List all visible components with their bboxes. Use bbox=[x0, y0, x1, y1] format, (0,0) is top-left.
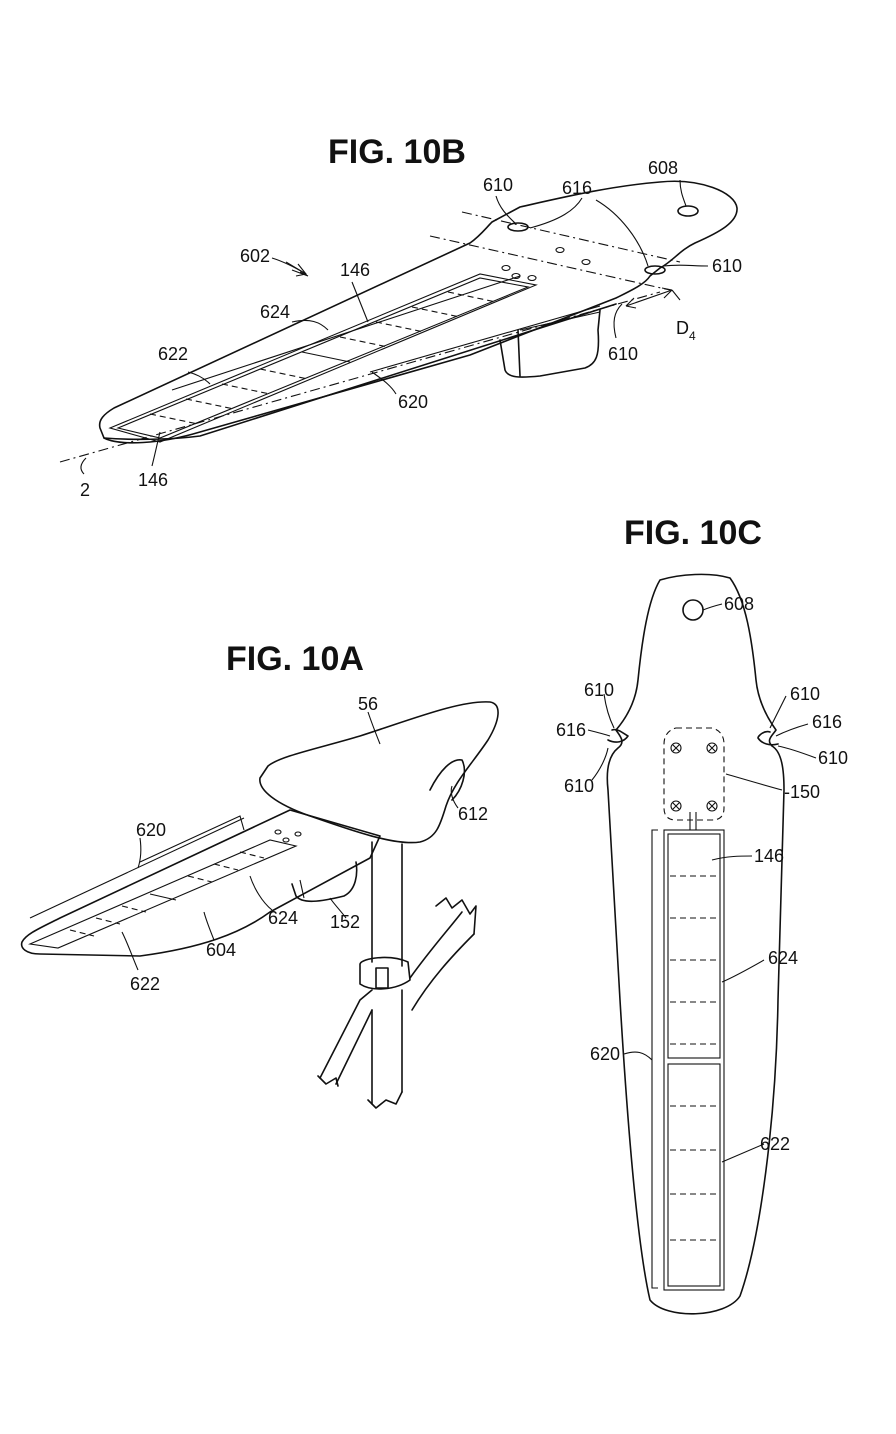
notch-left-10c bbox=[607, 728, 629, 743]
d4-arrow-10b bbox=[625, 289, 673, 307]
label-610-right-top-10c: 610 bbox=[790, 684, 820, 704]
label-602-10b: 602 bbox=[240, 246, 270, 266]
label-axis-2-10b: 2 bbox=[80, 480, 90, 500]
leader-lines-10a bbox=[121, 711, 459, 971]
label-150-10c: -150 bbox=[784, 782, 820, 802]
solar-cells-10b bbox=[149, 291, 497, 425]
fender-body-10b bbox=[98, 180, 738, 444]
fender-bracket-620-10a bbox=[139, 815, 245, 863]
tab-slot-616-10b bbox=[644, 265, 666, 275]
frame-tube-left-10a bbox=[319, 989, 373, 1079]
label-604-10a: 604 bbox=[206, 940, 236, 960]
seatpost-10a bbox=[371, 841, 403, 967]
panel-622-10c bbox=[667, 1063, 721, 1287]
fender-lower-edge-10b bbox=[103, 303, 617, 441]
frame-break-bottom-10a bbox=[317, 1075, 403, 1109]
label-d4-sub: 4 bbox=[689, 329, 696, 343]
label-624-10c: 624 bbox=[768, 948, 798, 968]
label-620-10a: 620 bbox=[136, 820, 166, 840]
seatpost-clamp-10a bbox=[359, 956, 411, 990]
fig-10b-title: FIG. 10B bbox=[328, 133, 466, 171]
label-624-10a: 624 bbox=[268, 908, 298, 928]
label-d4-main: D bbox=[676, 318, 689, 338]
d4-arrowhead-b-10b bbox=[661, 287, 673, 299]
fig-10c-title: FIG. 10C bbox=[624, 514, 762, 552]
label-152-10a: 152 bbox=[330, 912, 360, 932]
axis-2-10b bbox=[59, 291, 661, 463]
frame-break-top-10a bbox=[435, 897, 477, 935]
label-608-10c: 608 bbox=[724, 594, 754, 614]
side-strip-10b bbox=[369, 305, 601, 373]
leader-lines-10c bbox=[587, 603, 817, 1163]
label-622-10a: 622 bbox=[130, 974, 160, 994]
label-56-10a: 56 bbox=[358, 694, 378, 714]
figure-10c: FIG. 10C bbox=[556, 514, 848, 1315]
solar-cells-10c bbox=[670, 875, 718, 1241]
mount-hole-608-10b bbox=[677, 205, 699, 217]
fig-10a-title: FIG. 10A bbox=[226, 640, 364, 678]
solar-cells-10a bbox=[69, 851, 265, 937]
light-unit-face-10b bbox=[517, 329, 521, 377]
label-608-10b: 608 bbox=[648, 158, 678, 178]
label-610-bottom-10b: 610 bbox=[608, 344, 638, 364]
fender-top-edge-10a bbox=[29, 817, 245, 919]
label-624-10b: 624 bbox=[260, 302, 290, 322]
solar-panel-10a bbox=[27, 839, 298, 949]
frame-tube-left2-10a bbox=[335, 1009, 373, 1085]
notch-right-10c bbox=[757, 730, 779, 746]
label-146-10c: 146 bbox=[754, 846, 784, 866]
bracket-620-10c bbox=[651, 829, 658, 1289]
label-612-10a: 612 bbox=[458, 804, 488, 824]
frame-top-tube2-10a bbox=[411, 933, 475, 1011]
solar-panel-outline-10b bbox=[108, 273, 538, 443]
label-620-10c: 620 bbox=[590, 1044, 620, 1064]
axis-upper-10b bbox=[429, 235, 671, 291]
solar-panel-inner-10b bbox=[116, 277, 530, 439]
figure-10a: FIG. 10A bbox=[20, 640, 499, 1109]
label-d4-10b: D4 bbox=[676, 318, 696, 343]
saddle-rear-10a bbox=[429, 759, 466, 801]
figure-10b: FIG. 10B bbox=[59, 133, 742, 500]
label-616-right-10c: 616 bbox=[812, 712, 842, 732]
label-622-10c: 622 bbox=[760, 1134, 790, 1154]
axis-top-10b bbox=[461, 211, 681, 263]
solar-panel-divider-10b bbox=[301, 351, 351, 363]
connector-10c bbox=[689, 812, 697, 830]
d4-ext-line-10b bbox=[671, 289, 681, 301]
fender-outline-10c bbox=[606, 573, 785, 1315]
label-616-left-10c: 616 bbox=[556, 720, 586, 740]
light-unit-10a bbox=[291, 861, 358, 903]
label-146-top-10b: 146 bbox=[340, 260, 370, 280]
label-620-10b: 620 bbox=[398, 392, 428, 412]
label-616-10b: 616 bbox=[562, 178, 592, 198]
label-610-left-top-10c: 610 bbox=[584, 680, 614, 700]
fender-body-10a bbox=[20, 809, 381, 957]
arrow-602-10b bbox=[285, 261, 307, 277]
mount-hole-608-10c bbox=[682, 599, 704, 621]
d4-arrowhead-a-10b bbox=[625, 297, 637, 309]
screws-10c bbox=[670, 742, 718, 812]
label-610-left-bottom-10c: 610 bbox=[564, 776, 594, 796]
panel-frame-10c bbox=[663, 829, 725, 1291]
leader-lines-10b bbox=[80, 179, 709, 475]
clamp-bolt-10a bbox=[375, 967, 389, 989]
light-unit-10b bbox=[499, 309, 601, 378]
label-146-bottom-10b: 146 bbox=[138, 470, 168, 490]
light-unit-top-10b bbox=[519, 311, 601, 331]
light-unit-150-10c bbox=[663, 727, 725, 821]
bolt-holes-10a bbox=[274, 829, 302, 843]
frame-top-tube-10a bbox=[409, 911, 463, 979]
label-622-10b: 622 bbox=[158, 344, 188, 364]
bolt-holes-10b bbox=[501, 246, 591, 282]
panel-624-10c bbox=[667, 833, 721, 1059]
solar-panel-divider-10a bbox=[149, 893, 177, 901]
label-610-right-10b: 610 bbox=[712, 256, 742, 276]
label-610-right-bottom-10c: 610 bbox=[818, 748, 848, 768]
label-610-top-10b: 610 bbox=[483, 175, 513, 195]
label-150-text: 150 bbox=[790, 782, 820, 802]
light-unit-face-10a bbox=[299, 879, 305, 899]
